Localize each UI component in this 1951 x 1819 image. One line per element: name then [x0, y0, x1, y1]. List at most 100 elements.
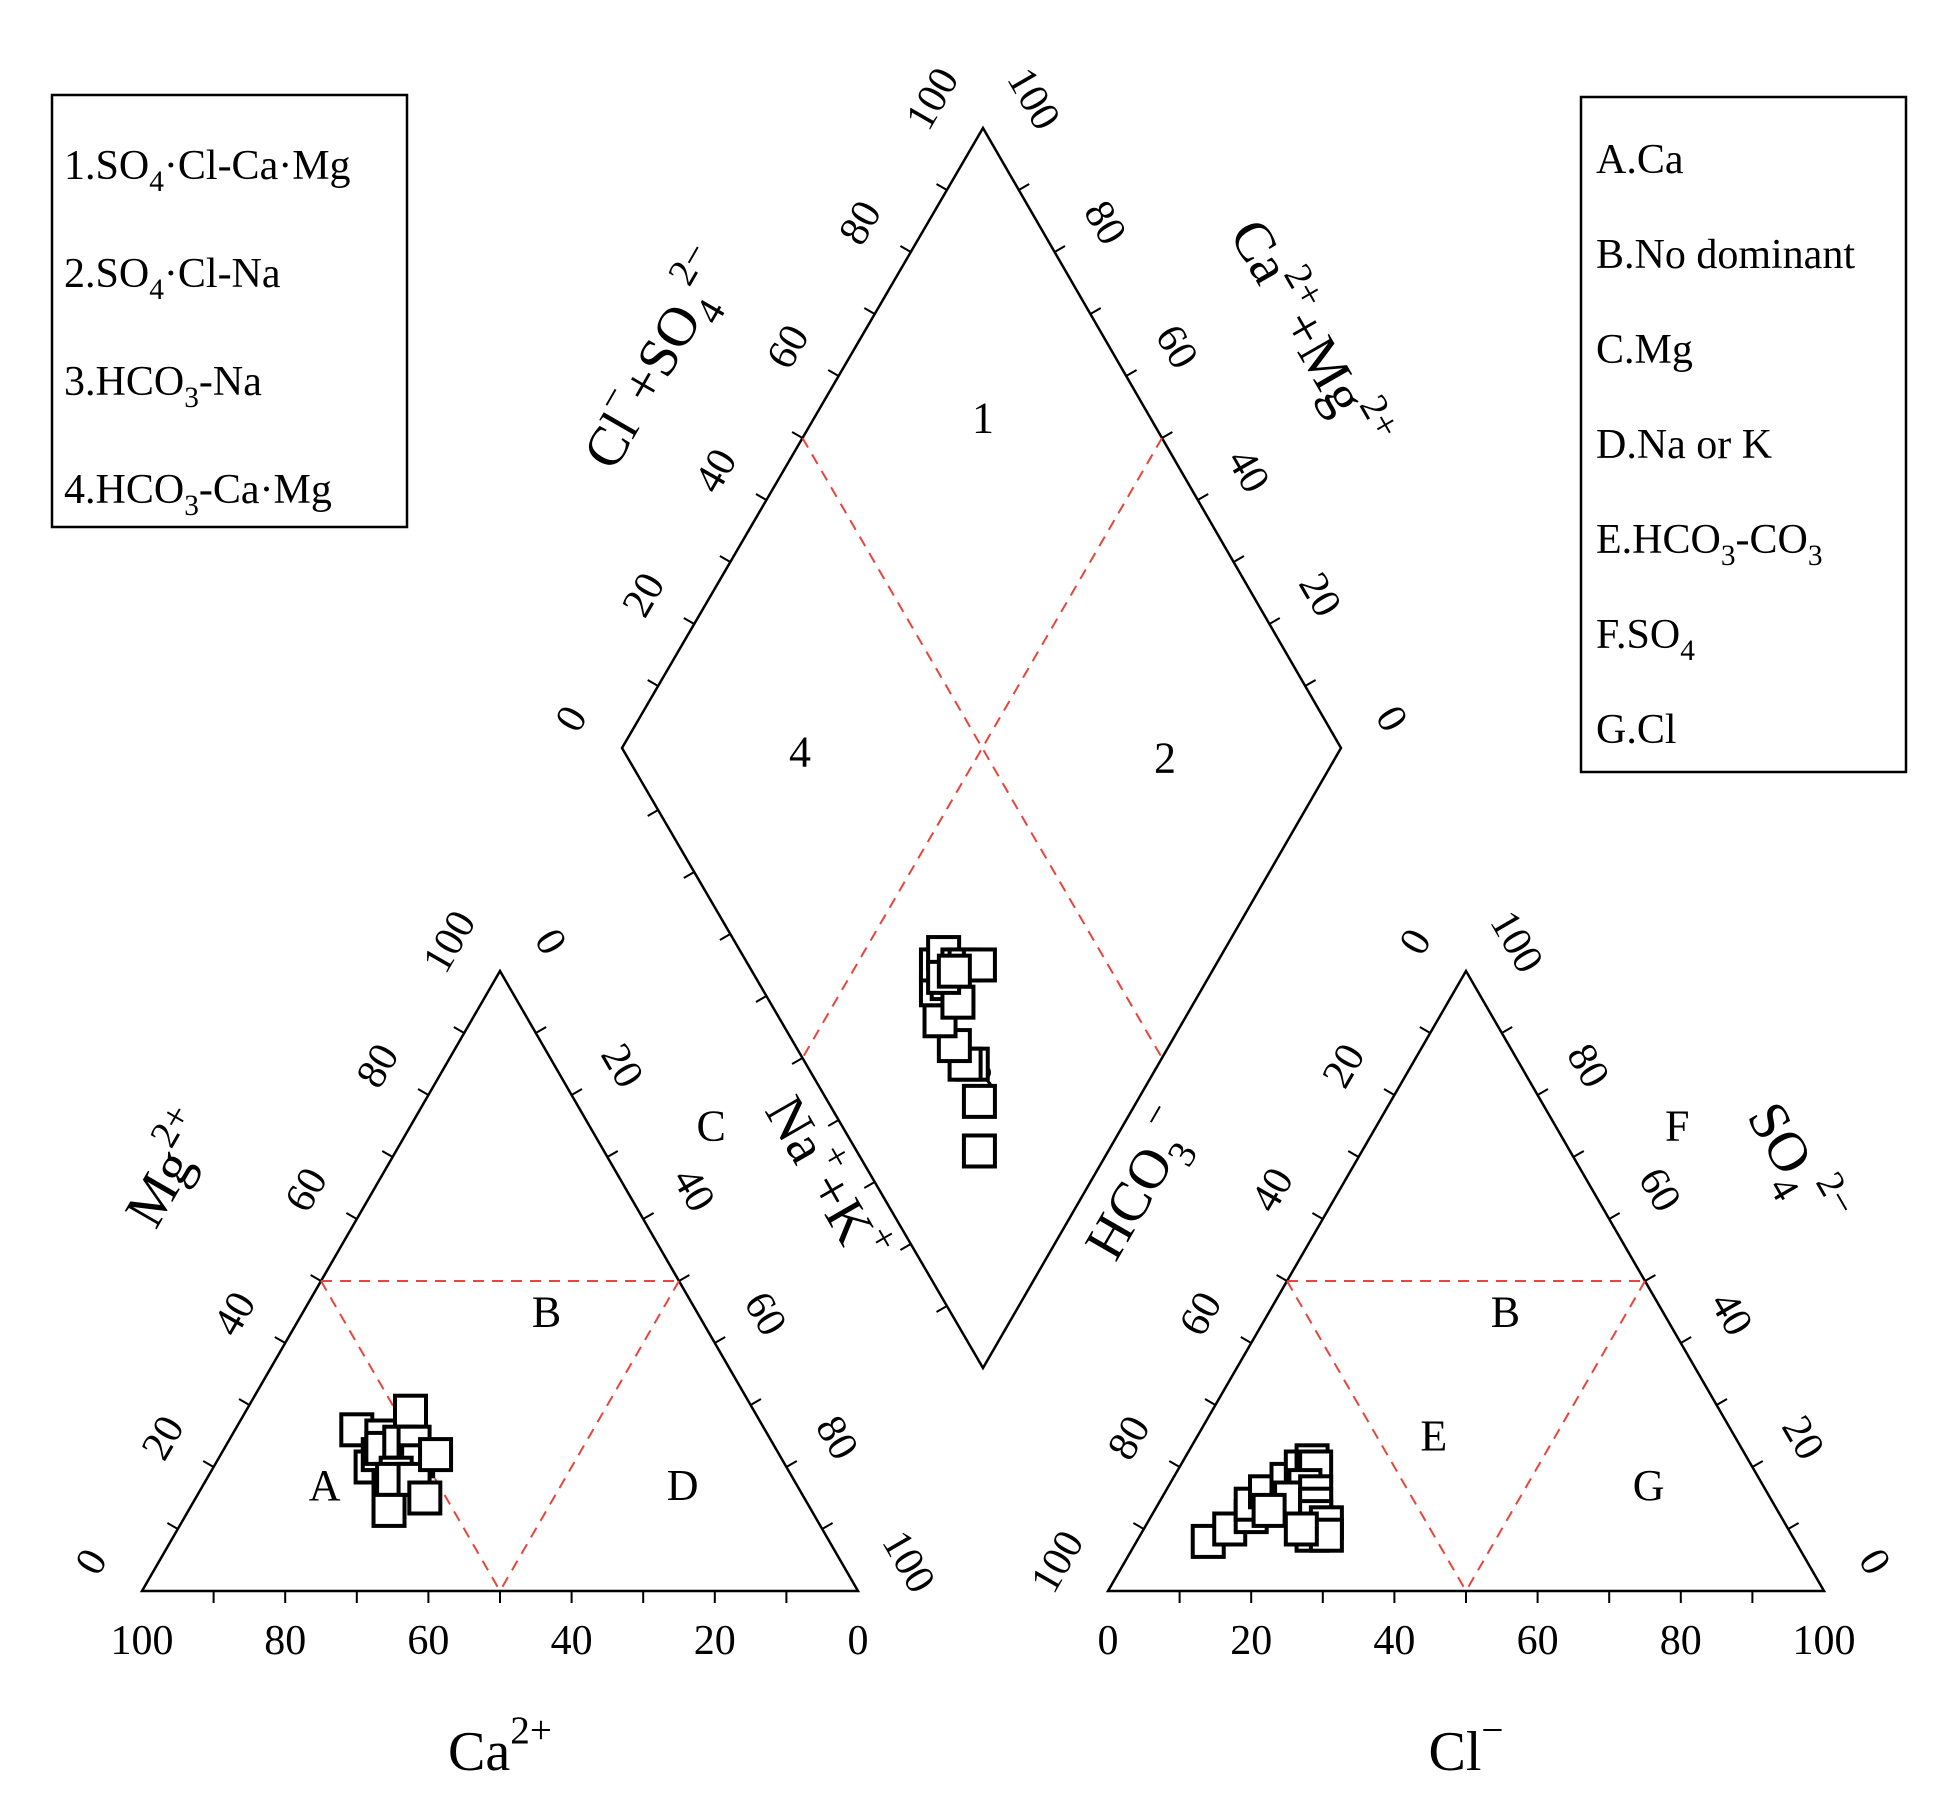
- ca-axis-title-part-1: 2+: [510, 1709, 552, 1752]
- cl-so4-axis-tick: [719, 555, 731, 563]
- ca-mg-axis-tick-label: 0: [1366, 698, 1416, 739]
- so4-axis-tick-label: 0: [1849, 1541, 1899, 1582]
- zone-legend-text: G.Cl: [1596, 707, 1677, 753]
- so4-axis-tick-label: 60: [1629, 1160, 1690, 1219]
- so4-axis-title-part-2: 2−: [1807, 1165, 1865, 1223]
- diamond-point: [936, 953, 972, 989]
- anion-zone-label-E: E: [1420, 1412, 1447, 1461]
- so4-axis-tick: [1751, 1460, 1764, 1468]
- anion-zone-label-B: B: [1491, 1288, 1520, 1337]
- cation-point: [418, 1437, 454, 1473]
- ca-axis-tick-label: 80: [264, 1618, 306, 1664]
- zone-legend-part: 4: [1680, 635, 1695, 667]
- hco3-axis-tick: [1311, 1212, 1324, 1220]
- na-k-axis-tick-label: 40: [663, 1160, 724, 1219]
- hco3-axis-tick-label: 20: [1314, 1036, 1375, 1095]
- mg-axis-tick: [310, 1274, 322, 1282]
- mg-axis-tick: [238, 1398, 250, 1406]
- so4-axis-tick: [1501, 1026, 1513, 1034]
- ca-mg-axis-tick-label: 20: [1289, 565, 1350, 624]
- cation-point: [407, 1480, 443, 1516]
- diamond-point: [961, 1083, 997, 1119]
- water-type-legend-box: [50, 93, 409, 529]
- mg-axis-tick-label: 60: [276, 1160, 337, 1219]
- hco3-axis-tick-label: 100: [1022, 1523, 1093, 1601]
- cl-so4-axis-title: Cl−+SO42−: [561, 235, 755, 485]
- mg-axis-tick-label: 80: [348, 1036, 409, 1095]
- na-k-axis-tick-label: 0: [525, 921, 575, 962]
- cl-so4-axis-tick-label: 0: [547, 698, 597, 739]
- na-k-axis-tick: [535, 1026, 547, 1034]
- cl-axis-title-part-1: −: [1481, 1709, 1503, 1752]
- cl-axis-tick-label: 60: [1517, 1618, 1559, 1664]
- na-k-axis-tick: [606, 1150, 619, 1158]
- cl-so4-axis-tick: [647, 679, 659, 687]
- hco3-axis-tick-label: 0: [1391, 921, 1441, 962]
- so4-axis-tick: [1644, 1274, 1656, 1282]
- anion-divider-right: [1465, 1280, 1646, 1592]
- mg-axis-tick-label: 0: [67, 1541, 117, 1582]
- ca-mg-axis-tick: [1268, 617, 1281, 625]
- ca-mg-axis-tick: [1304, 679, 1317, 687]
- diamond-divider-1: [801, 437, 1163, 1059]
- water-type-legend-subscript: 4: [149, 166, 164, 198]
- zone-legend-text: B.No dominant: [1596, 232, 1855, 278]
- anion-zone-label-G: G: [1633, 1461, 1665, 1510]
- hco3-axis-tick: [1276, 1274, 1288, 1282]
- so4-axis-tick: [1537, 1088, 1549, 1096]
- diamond-tick: [899, 1243, 912, 1251]
- zone-legend-text: D.Na or K: [1596, 422, 1772, 468]
- sample-points: [339, 935, 1344, 1559]
- cl-axis-title-part-0: Cl: [1428, 1721, 1481, 1783]
- hco3-axis-tick: [1132, 1522, 1145, 1530]
- cl-so4-axis-tick-label: 80: [830, 193, 891, 252]
- mg-axis-tick: [202, 1460, 215, 1468]
- cl-axis-tick-label: 100: [1793, 1618, 1856, 1664]
- cl-so4-axis-tick: [683, 617, 695, 625]
- cation-zone-label-C: C: [697, 1102, 726, 1151]
- ca-mg-axis-tick: [1125, 369, 1138, 377]
- ca-axis-tick-label: 0: [848, 1618, 869, 1664]
- so4-axis-tick: [1716, 1398, 1728, 1406]
- cl-axis-tick-label: 0: [1098, 1618, 1119, 1664]
- diamond-zone-label-1: 1: [972, 394, 994, 443]
- hco3-axis-tick: [1347, 1150, 1360, 1158]
- zone-legend-item-7: G.Cl: [1596, 707, 1677, 753]
- na-k-axis-tick: [785, 1460, 798, 1468]
- zone-legend-text: A.Ca: [1596, 137, 1684, 183]
- water-type-legend-item-4: 4.HCO3-Ca·Mg: [64, 467, 332, 522]
- zone-legend-part: 3: [1808, 540, 1823, 572]
- na-k-axis-tick-label: 100: [873, 1523, 944, 1601]
- ca-mg-axis-tick-label: 60: [1146, 317, 1207, 376]
- cl-so4-axis-title-part-4: 2−: [660, 235, 718, 293]
- cation-point: [393, 1393, 428, 1429]
- hco3-axis-tick: [1419, 1026, 1431, 1034]
- cl-so4-axis-tick: [863, 307, 876, 315]
- na-k-axis-tick: [571, 1088, 583, 1096]
- cl-so4-axis-tick-label: 40: [686, 441, 747, 500]
- zone-legend-part: E.HCO: [1596, 517, 1721, 563]
- diamond-zone-label-2: 2: [1154, 734, 1176, 783]
- cl-so4-axis-tick: [827, 369, 840, 377]
- cation-zone-label-B: B: [532, 1288, 561, 1337]
- ca-mg-axis-tick: [1054, 245, 1066, 253]
- so4-axis-tick-label: 80: [1557, 1036, 1618, 1095]
- anion-zone-label-F: F: [1665, 1102, 1689, 1151]
- anion-point: [1283, 1511, 1319, 1547]
- water-type-legend-subscript: 3: [184, 490, 199, 522]
- cl-so4-axis-title-part-0: Cl: [571, 402, 651, 479]
- mg-axis-tick: [381, 1150, 394, 1158]
- so4-axis-tick-label: 40: [1701, 1284, 1762, 1343]
- zone-legend-item-2: B.No dominant: [1596, 232, 1855, 278]
- zone-labels: ABCDEBFG1234: [309, 394, 1690, 1511]
- na-k-axis-tick-label: 20: [591, 1036, 652, 1095]
- cl-so4-axis-tick-label: 100: [897, 60, 968, 138]
- so4-axis-tick: [1608, 1212, 1621, 1220]
- water-type-legend-rest: ·Cl-Ca·Mg: [164, 143, 351, 189]
- ca-axis-title-part-0: Ca: [448, 1721, 510, 1783]
- zone-legend-text: C.Mg: [1596, 327, 1693, 373]
- diamond-divider-2: [801, 437, 1163, 1059]
- water-type-legend-prefix: 1.SO: [64, 143, 149, 189]
- cl-so4-axis-tick: [899, 245, 912, 253]
